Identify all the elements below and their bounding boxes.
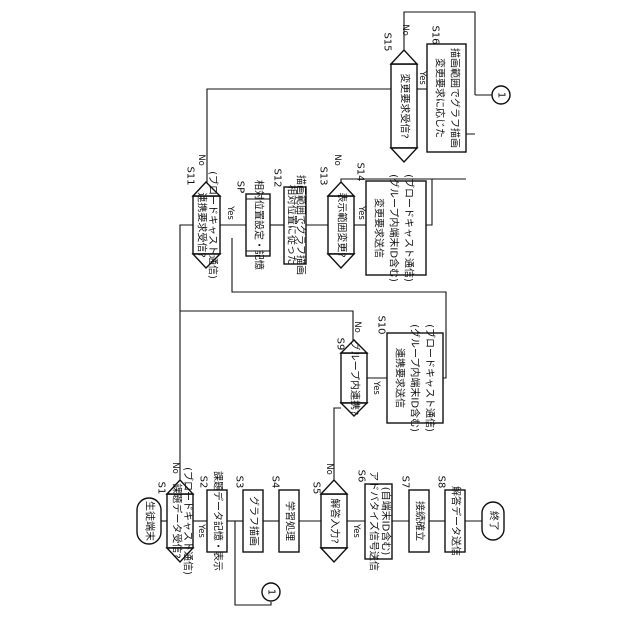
- s6-process: アドバタイズ信号送信 (自端末ID含む) S6: [356, 470, 393, 571]
- connector-1-in: 1: [262, 583, 280, 601]
- s4-process: 学習処理 S4: [270, 476, 300, 552]
- s8-process: 解答データ送信 S8: [436, 476, 466, 556]
- s8-step: S8: [436, 476, 447, 489]
- s5-no: No: [324, 463, 334, 475]
- connector-1-in-label: 1: [266, 589, 277, 595]
- s7-label: 接続確立: [414, 501, 427, 541]
- s10-label-3: (ブロードキャスト通信): [424, 324, 437, 432]
- connector-1-out-label: 1: [496, 92, 507, 98]
- start-label: 生徒端末: [144, 501, 157, 541]
- s9-decision: グループ内連携? S9 No Yes: [335, 321, 382, 416]
- s11-label-2: (ブロードキャスト通信): [207, 171, 220, 279]
- s3-process: グラフ描画 S3: [234, 476, 264, 552]
- end-terminal: 終了: [482, 502, 504, 540]
- s13-yes: Yes: [356, 205, 366, 220]
- s15-no: No: [400, 24, 410, 36]
- s11-step: S11: [185, 166, 196, 185]
- s16-process: 変更要求に応じた 描画範囲でグラフ描画 S16: [427, 25, 466, 152]
- s8-label: 解答データ送信: [450, 486, 463, 556]
- s13-step: S13: [318, 166, 329, 185]
- s7-step: S7: [400, 476, 411, 489]
- s9-step: S9: [335, 338, 346, 351]
- s11-no: No: [196, 154, 206, 166]
- s6-step: S6: [356, 470, 367, 483]
- s6-label-2: (自端末ID含む): [380, 487, 393, 556]
- s2-step: S2: [198, 476, 209, 489]
- s15-label: 変更要求受信?: [399, 73, 412, 138]
- s5-label: 解答入力?: [329, 498, 342, 543]
- s13-label: 表示範囲変更?: [336, 192, 349, 257]
- s16-step: S16: [430, 25, 441, 44]
- s3-step: S3: [234, 476, 245, 489]
- s11-yes: Yes: [225, 205, 235, 220]
- s15-yes: Yes: [417, 70, 427, 85]
- s5-yes: Yes: [351, 523, 361, 538]
- s10-label-2: (グループ内端末ID含む): [409, 324, 422, 432]
- sp-label: 相対位置設定・記憶: [253, 180, 266, 270]
- s6-label-1: アドバタイズ信号送信: [368, 471, 381, 571]
- s12-process: 相対位置に従った 描画範囲でグラフ描画 S12: [272, 168, 308, 275]
- line-s14-out: [426, 179, 432, 225]
- s12-step: S12: [272, 168, 283, 187]
- sp-step: SP: [235, 181, 246, 193]
- s9-no: No: [352, 321, 362, 333]
- s1-step: S1: [156, 482, 167, 495]
- s5-decision: 解答入力? S5 No Yes: [311, 463, 362, 562]
- s7-process: 接続確立 S7: [400, 476, 430, 552]
- end-label: 終了: [488, 511, 501, 531]
- s1-no: No: [170, 462, 180, 474]
- s9-label: グループ内連携?: [349, 341, 362, 416]
- s12-label-2: 描画範囲でグラフ描画: [295, 175, 308, 275]
- s16-label-1: 変更要求に応じた: [434, 58, 447, 138]
- s1-label-2: (ブロードキャスト通信): [182, 467, 195, 575]
- s14-label-3: (ブロードキャスト通信): [403, 174, 416, 282]
- s14-process: 変更要求送信 (グループ内端末ID含む) (ブロードキャスト通信) S14: [355, 162, 427, 282]
- line-s9-no: [180, 311, 353, 343]
- s10-process: 連携要求送信 (グループ内端末ID含む) (ブロードキャスト通信) S10: [376, 315, 444, 432]
- s15-step: S15: [382, 32, 393, 51]
- s3-label: グラフ描画: [248, 496, 261, 546]
- s1-yes: Yes: [196, 523, 206, 538]
- s14-step: S14: [355, 162, 366, 181]
- s11-decision: 連携要求受信? (ブロードキャスト通信) S11 No Yes: [185, 154, 236, 279]
- s16-label-2: 描画範囲でグラフ描画: [449, 48, 462, 148]
- s4-step: S4: [270, 476, 281, 489]
- connector-1-out: 1: [492, 86, 510, 104]
- line-s16-out: [466, 89, 475, 134]
- s4-label: 学習処理: [284, 501, 297, 541]
- s10-label-1: 連携要求送信: [394, 348, 407, 408]
- s14-label-2: (グループ内端末ID含む): [388, 174, 401, 282]
- s9-yes: Yes: [371, 380, 381, 395]
- s2-label: 課題データ記憶・表示: [212, 471, 225, 571]
- start-terminal: 生徒端末: [137, 498, 161, 544]
- s14-label-1: 変更要求送信: [373, 198, 386, 258]
- s5-step: S5: [311, 482, 322, 495]
- line-s5-no: [334, 408, 341, 484]
- s10-step: S10: [376, 315, 387, 334]
- s13-no: No: [332, 154, 342, 166]
- line-s1-no: [180, 225, 193, 484]
